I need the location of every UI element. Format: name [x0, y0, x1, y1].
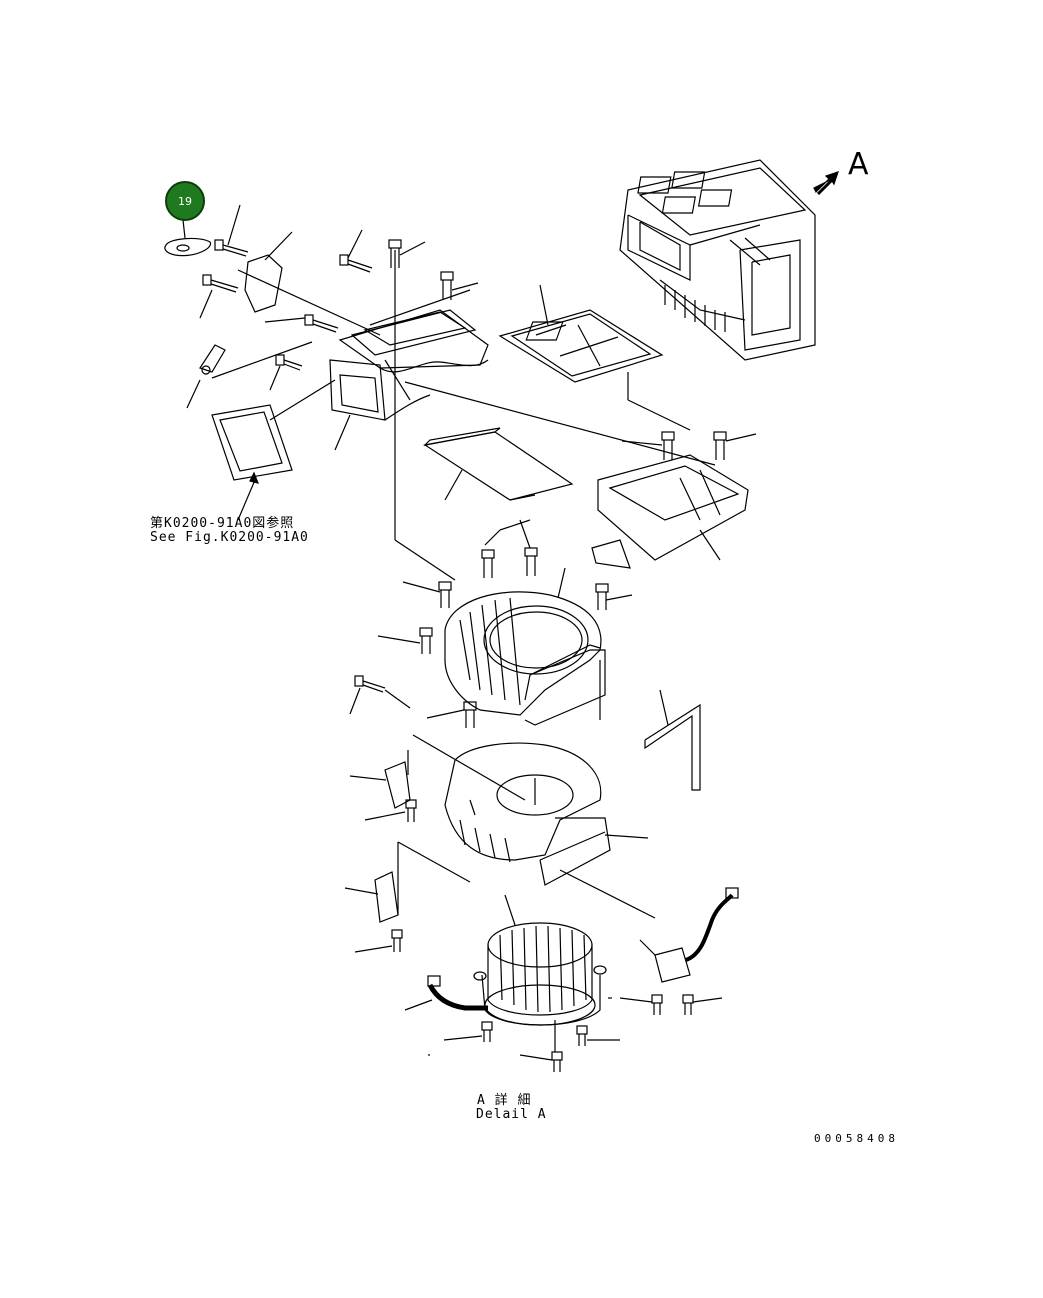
drawing-number: 00058408: [814, 1132, 899, 1145]
clip-part: [199, 344, 226, 373]
resistor-unit: [654, 887, 739, 983]
blower-scroll-lower: [444, 742, 611, 886]
view-arrow-icon: [813, 171, 839, 196]
view-marker-label: A: [848, 147, 869, 182]
blower-scroll-upper: [444, 591, 606, 726]
duct-upper: [338, 289, 489, 373]
assembled-unit: [619, 159, 816, 361]
bolt-group-top-left: [199, 204, 373, 391]
detail-caption-jp: A 詳 細: [477, 1093, 532, 1108]
detail-caption-en: Delail A: [476, 1107, 547, 1122]
seal-part-19: [164, 237, 212, 257]
filter-plate: [498, 309, 664, 383]
gasket-frame: [211, 404, 293, 481]
angle-strip: [644, 703, 701, 791]
blower-fan-motor: [473, 922, 607, 1026]
bracket: [244, 254, 283, 313]
motor-wire: [427, 983, 488, 1011]
reference-note-en: See Fig.K0200-91A0: [150, 530, 309, 545]
callout-number: 19: [178, 194, 192, 208]
thin-filter: [423, 427, 574, 501]
rear-duct: [591, 454, 749, 569]
small-bracket-2: [374, 871, 399, 923]
callout-19[interactable]: 19: [165, 181, 205, 221]
reference-note-jp: 第K0200-91A0図参照: [150, 516, 295, 531]
duct-lower: [329, 359, 431, 421]
